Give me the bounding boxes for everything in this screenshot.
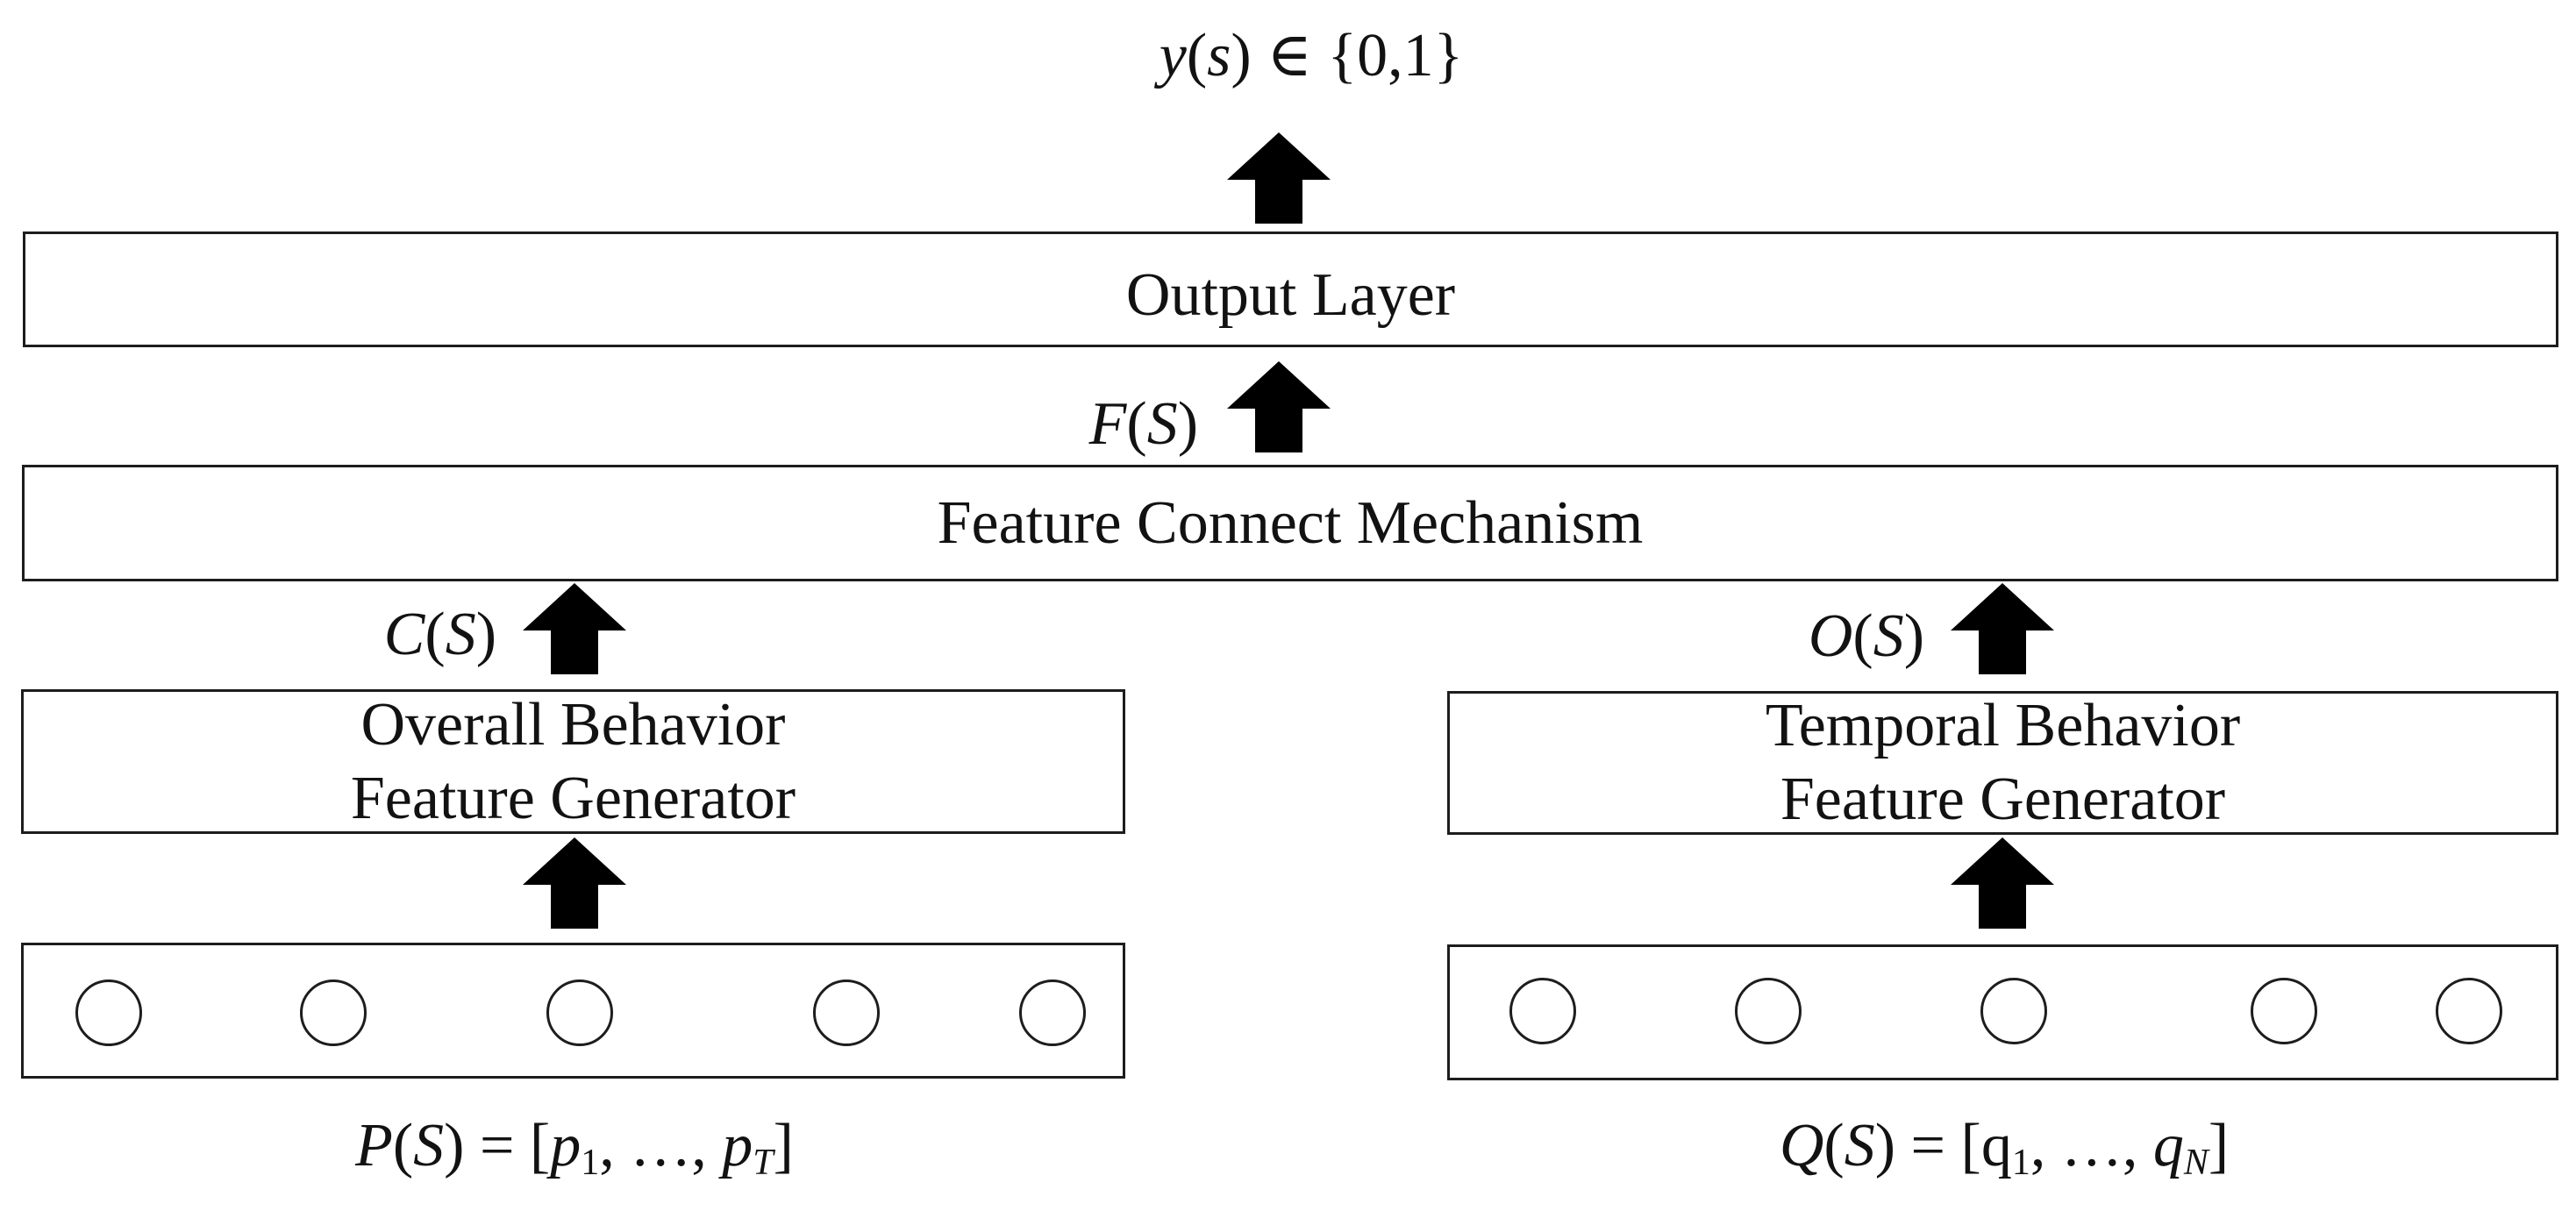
node-circle	[300, 979, 367, 1046]
temporal-generator-label-line1: Temporal Behavior	[1765, 692, 2241, 759]
node-circle	[1019, 979, 1086, 1046]
node-circle	[2436, 978, 2502, 1044]
up-arrow-icon	[1227, 132, 1331, 224]
temporal-generator-label-line2: Feature Generator	[1780, 766, 2226, 833]
node-circle	[546, 979, 613, 1046]
up-arrow-icon	[1951, 583, 2054, 674]
output-classes-formula: y(s) ∈ {0,1}	[1159, 22, 1464, 89]
input-nodes-box-left	[21, 943, 1125, 1079]
temporal-input-formula: Q(S) = [q1, …, qN]	[1779, 1112, 2230, 1184]
input-nodes-box-right	[1447, 944, 2558, 1080]
output-layer-box: Output Layer	[23, 232, 2558, 347]
temporal-generator-box: Temporal Behavior Feature Generator	[1447, 691, 2558, 835]
node-circle	[813, 979, 880, 1046]
feature-connect-box: Feature Connect Mechanism	[22, 465, 2558, 581]
node-circle	[1735, 978, 1802, 1044]
overall-input-formula: P(S) = [p1, …, pT]	[355, 1112, 794, 1184]
up-arrow-icon	[523, 837, 626, 929]
overall-generator-label-line2: Feature Generator	[350, 764, 796, 832]
up-arrow-icon	[1951, 837, 2054, 929]
overall-generator-box: Overall Behavior Feature Generator	[21, 689, 1125, 834]
overall-generator-label-line1: Overall Behavior	[360, 690, 786, 759]
fused-feature-label: F(S)	[1088, 390, 1198, 458]
node-circle	[1980, 978, 2047, 1044]
output-layer-label: Output Layer	[1125, 260, 1456, 329]
overall-feature-label: C(S)	[383, 601, 496, 668]
node-circle	[1509, 978, 1576, 1044]
feature-connect-label: Feature Connect Mechanism	[937, 489, 1644, 557]
node-circle	[2251, 978, 2317, 1044]
temporal-feature-label: O(S)	[1808, 602, 1924, 670]
up-arrow-icon	[523, 583, 626, 674]
up-arrow-icon	[1227, 361, 1331, 452]
node-circle	[75, 979, 142, 1046]
